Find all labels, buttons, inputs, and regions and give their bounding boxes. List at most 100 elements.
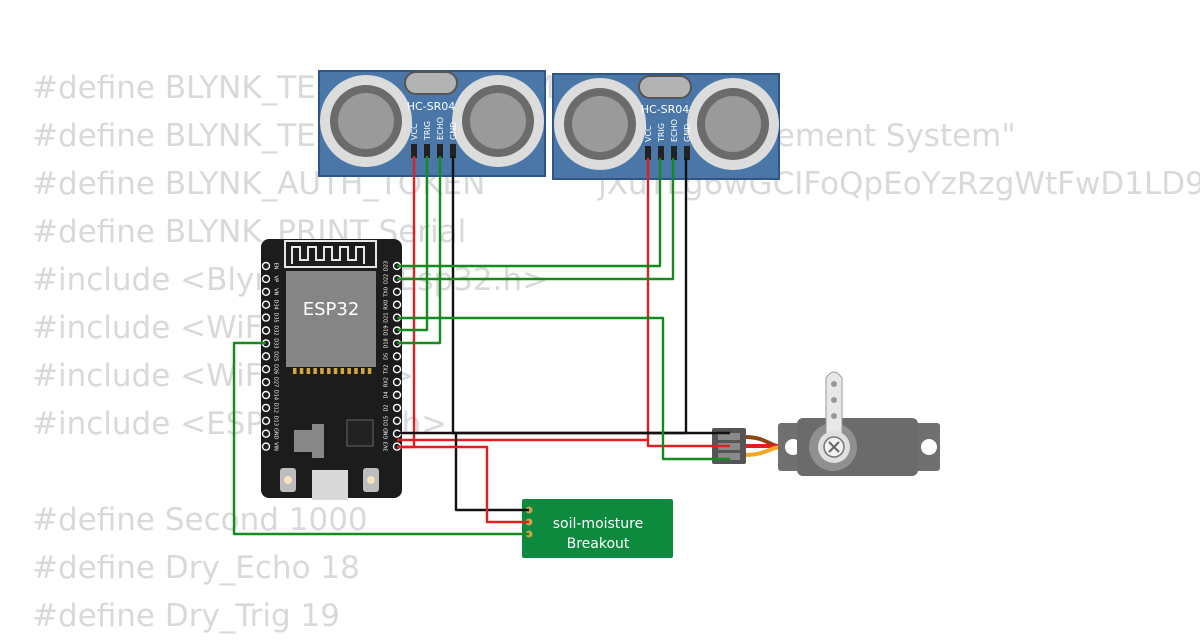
esp32-pin-label: D32 [273,325,279,335]
esp32-pin[interactable] [392,403,402,413]
esp32-pin-label: D2 [384,404,390,411]
soil-moisture-breakout[interactable]: soil-moisture Breakout [522,499,673,558]
chip-pads [293,368,372,374]
esp32-pin[interactable] [392,390,402,400]
wire-servo-signal [397,316,730,461]
esp32-pin[interactable] [261,300,271,309]
esp32-pin[interactable] [261,274,271,284]
esp32-pin[interactable] [261,287,271,296]
sensor-pin[interactable] [437,144,443,158]
esp32-pin-label: TX2 [384,364,390,375]
soil-breakout-label: Breakout [567,536,630,552]
esp32-pin-label: D27 [273,377,279,387]
wire-sensor1-echo [397,156,442,345]
wires [232,156,730,536]
code-line: #define Second 1000 [32,502,368,538]
esp32-pin-label: VP [273,276,279,282]
esp32-pin-label: VN [273,288,279,295]
esp32-pin[interactable] [261,326,271,335]
esp32-pin-label: D15 [384,416,390,426]
esp32-pin-label: D19 [384,325,390,335]
sensor-pin-label: TRIG [423,121,432,141]
esp32-pin[interactable] [392,300,402,309]
wire-sensor1-trig [397,156,429,332]
esp32-pin-label: D34 [273,300,279,310]
esp32-pin[interactable] [392,365,402,374]
sensor-pin-label: ECHO [436,117,445,140]
wire-sensor2-echo [397,158,675,281]
esp32-pin[interactable] [261,403,271,413]
ultrasonic-sensor-1[interactable]: HC-SR04 VCC TRIG ECHO GND [318,70,546,177]
esp32-pin[interactable] [261,261,271,271]
sensor-pin[interactable] [671,146,677,160]
esp32-pin-label: D18 [384,338,390,348]
soil-moisture-label: soil-moisture [553,516,644,532]
esp32-pin-label: D35 [273,312,279,322]
usb-uart-chip [346,419,374,447]
esp32-pin[interactable] [261,442,271,451]
esp32-pin-label: D5 [384,353,390,360]
esp32-pin-label: D13 [273,416,279,426]
wire-soil-gnd [453,431,529,512]
esp32-pin-label: RX0 [384,300,390,310]
esp32-pin-label: D25 [273,351,279,361]
esp32-pin[interactable] [261,429,271,438]
esp32-pin-label: RX2 [384,377,390,387]
esp32-pin-label: D12 [273,403,279,413]
sensor-pin[interactable] [645,146,651,160]
esp32-pin-label: D22 [384,274,390,284]
esp32-pin-label: D26 [273,364,279,374]
sensor-pin-label: GND [683,124,692,142]
sensor-pin[interactable] [411,144,417,158]
esp32-board[interactable]: ESP32 ENVPVND34D35D32D33D25D26D27D14D12D… [261,239,402,500]
esp32-pin-label: 3V3 [384,442,390,452]
sensor-pin[interactable] [658,146,664,160]
esp32-pin[interactable] [261,365,271,374]
esp32-pin[interactable] [261,377,271,387]
esp32-pin-label: VIN [273,442,279,451]
esp32-pin-label: GND [384,428,390,440]
esp32-pin-label: D21 [384,312,390,322]
wire-sensor2-gnd [453,158,688,435]
esp32-pin-label: EN [273,263,279,270]
sensor-pin[interactable] [424,144,430,158]
micro-usb-port [312,470,348,500]
esp32-pin[interactable] [261,390,271,400]
esp32-pin[interactable] [392,377,402,387]
esp32-pin[interactable] [261,416,271,425]
servo-motor[interactable] [712,371,940,476]
esp32-pin-label: GND [273,428,279,440]
esp32-pin-label: TX0 [384,287,390,298]
sensor-pin-label: TRIG [657,123,666,143]
wire-sensor2-vcc [397,158,650,442]
sensor-2-model-label: HC-SR04 [641,103,690,116]
sensor-1-model-label: HC-SR04 [407,100,456,113]
sensor-pin-label: ECHO [670,119,679,142]
wire-soil-signal [232,341,529,536]
esp32-pin[interactable] [392,352,402,361]
code-line: #define Dry_Trig 19 [32,598,341,634]
wire-soil-vcc [397,445,529,524]
esp32-pin[interactable] [392,287,402,296]
wire-sensor1-gnd [397,156,455,435]
esp32-pin-label: D4 [384,391,390,398]
sensor-pin[interactable] [684,146,690,160]
esp32-pin[interactable] [261,352,271,361]
esp32-chip-label: ESP32 [303,299,360,320]
esp32-pin[interactable] [261,313,271,322]
wire-sensor2-trig [397,158,662,268]
esp32-pin-label: D14 [273,390,279,400]
sensor-1-pins: VCC TRIG ECHO GND [410,117,458,158]
esp32-pin-label: D33 [273,338,279,348]
sensor-pin-label: VCC [410,123,419,140]
sensor-pin[interactable] [450,144,456,158]
esp32-pin-label: D23 [384,261,390,271]
esp32-pin[interactable] [392,416,402,425]
sensor-pin-label: GND [449,122,458,140]
code-line: #define Dry_Echo 18 [32,550,360,586]
